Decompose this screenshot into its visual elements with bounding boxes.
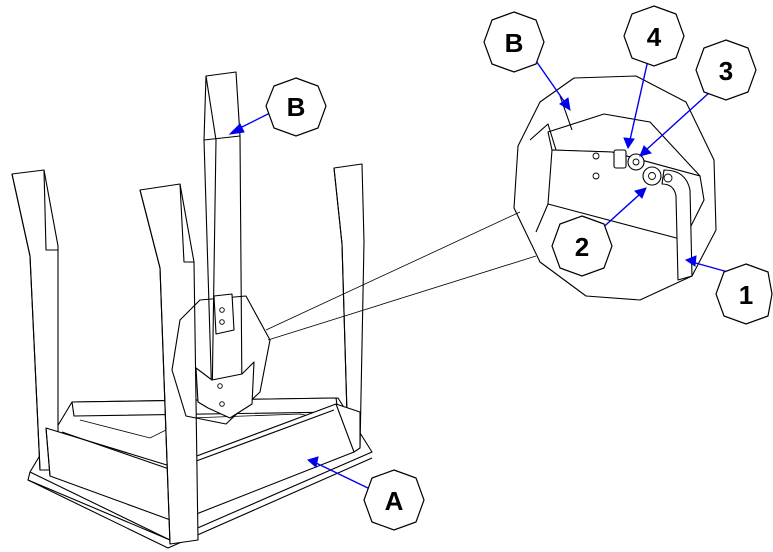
callout-2: 2 bbox=[551, 215, 613, 277]
callout-3-label: 3 bbox=[719, 56, 733, 86]
leg-b bbox=[203, 71, 243, 405]
hex-key bbox=[661, 169, 693, 281]
corner-bracket bbox=[195, 361, 255, 419]
zoom-line-top bbox=[265, 211, 521, 331]
detail-circle-small bbox=[171, 295, 271, 425]
callout-4-label: 4 bbox=[647, 22, 662, 52]
callout-1-label: 1 bbox=[739, 280, 753, 310]
side-apron bbox=[335, 403, 361, 453]
leaders bbox=[228, 57, 729, 491]
callout-4: 4 bbox=[623, 5, 685, 67]
callout-b-leg: B bbox=[265, 77, 327, 137]
callout-a: A bbox=[363, 469, 425, 531]
zoom-line-bottom bbox=[267, 255, 537, 341]
callout-3: 3 bbox=[695, 39, 757, 101]
callout-b-detail-label: B bbox=[505, 28, 524, 58]
callout-b-leg-label: B bbox=[287, 92, 306, 122]
bolt bbox=[613, 149, 627, 169]
corner-block bbox=[213, 293, 235, 335]
callout-b-detail: B bbox=[483, 11, 545, 73]
detail-circle-large bbox=[513, 75, 717, 301]
callout-2-label: 2 bbox=[575, 232, 589, 262]
leg-left-back bbox=[11, 169, 59, 471]
callout-a-label: A bbox=[385, 486, 404, 516]
stool bbox=[11, 71, 373, 549]
callout-1: 1 bbox=[715, 263, 773, 325]
detail-view bbox=[513, 75, 717, 301]
